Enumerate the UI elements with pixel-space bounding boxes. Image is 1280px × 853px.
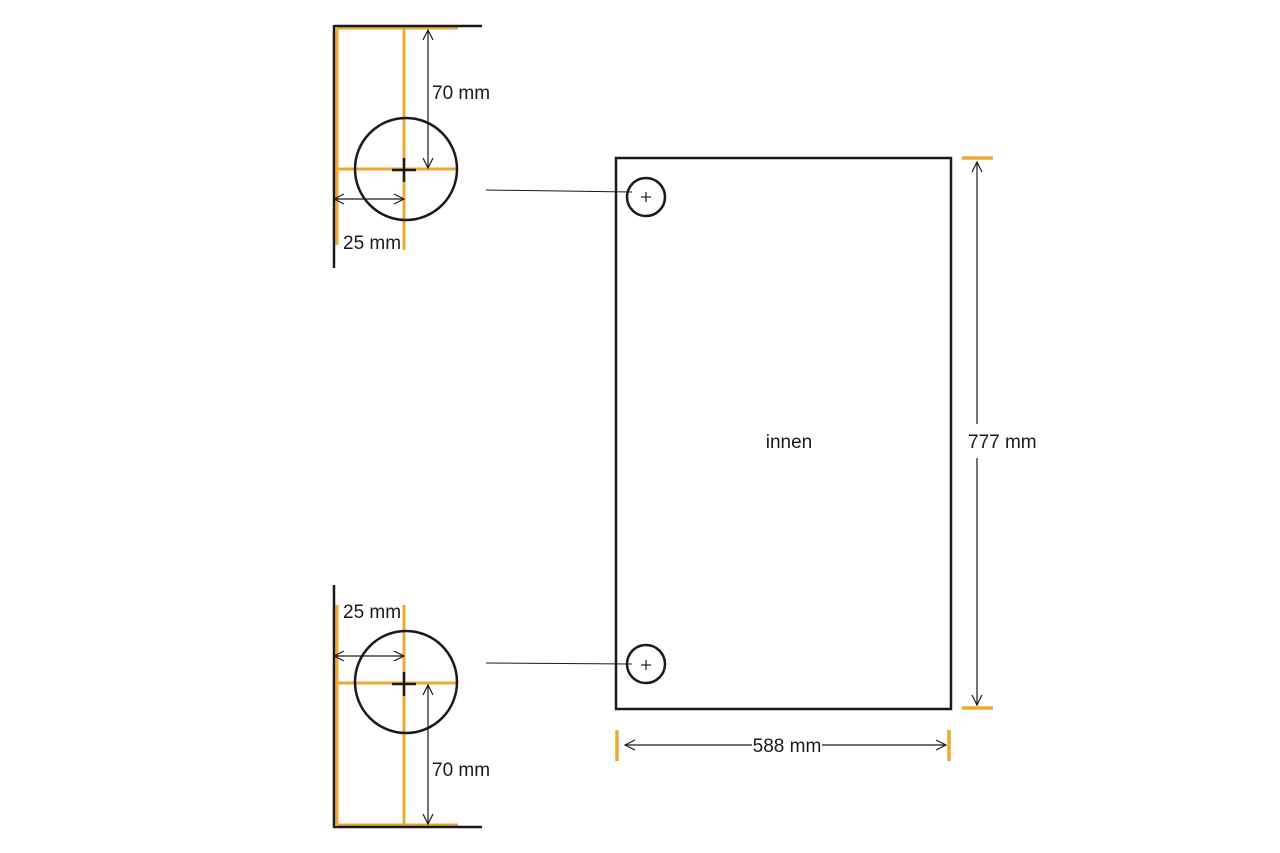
top-leader-line (485, 189, 633, 193)
top-detail-horizontal-label: 25 mm (343, 233, 401, 254)
bottom-detail-hole-circle (353, 629, 459, 735)
top-detail-hole-circle (353, 116, 459, 222)
panel-width-dimension: 588 mm (615, 730, 951, 761)
panel-center-label: innen (766, 432, 813, 453)
panel-height-dimension: 777 mm (962, 156, 1037, 710)
panel-width-label: 588 mm (753, 736, 822, 757)
bottom-leader-line (485, 662, 633, 665)
door-panel-outline (614, 156, 953, 711)
top-hinge-detail: 70 mm 25 mm (332, 24, 490, 268)
panel-bottom-hole-center-mark (641, 660, 651, 670)
bottom-detail-horizontal-label: 25 mm (343, 602, 401, 623)
bottom-detail-vertical-label: 70 mm (432, 760, 490, 781)
panel-top-hole (625, 176, 667, 218)
panel-top-hole-center-mark (641, 192, 651, 202)
panel-height-label: 777 mm (968, 432, 1037, 453)
panel-bottom-hole (625, 643, 667, 685)
top-detail-center-cross (392, 158, 416, 182)
door-panel: innen (614, 156, 953, 711)
top-detail-vertical-label: 70 mm (432, 83, 490, 104)
bottom-hinge-detail: 25 mm 70 mm (332, 585, 490, 829)
bottom-detail-center-cross (392, 672, 416, 696)
